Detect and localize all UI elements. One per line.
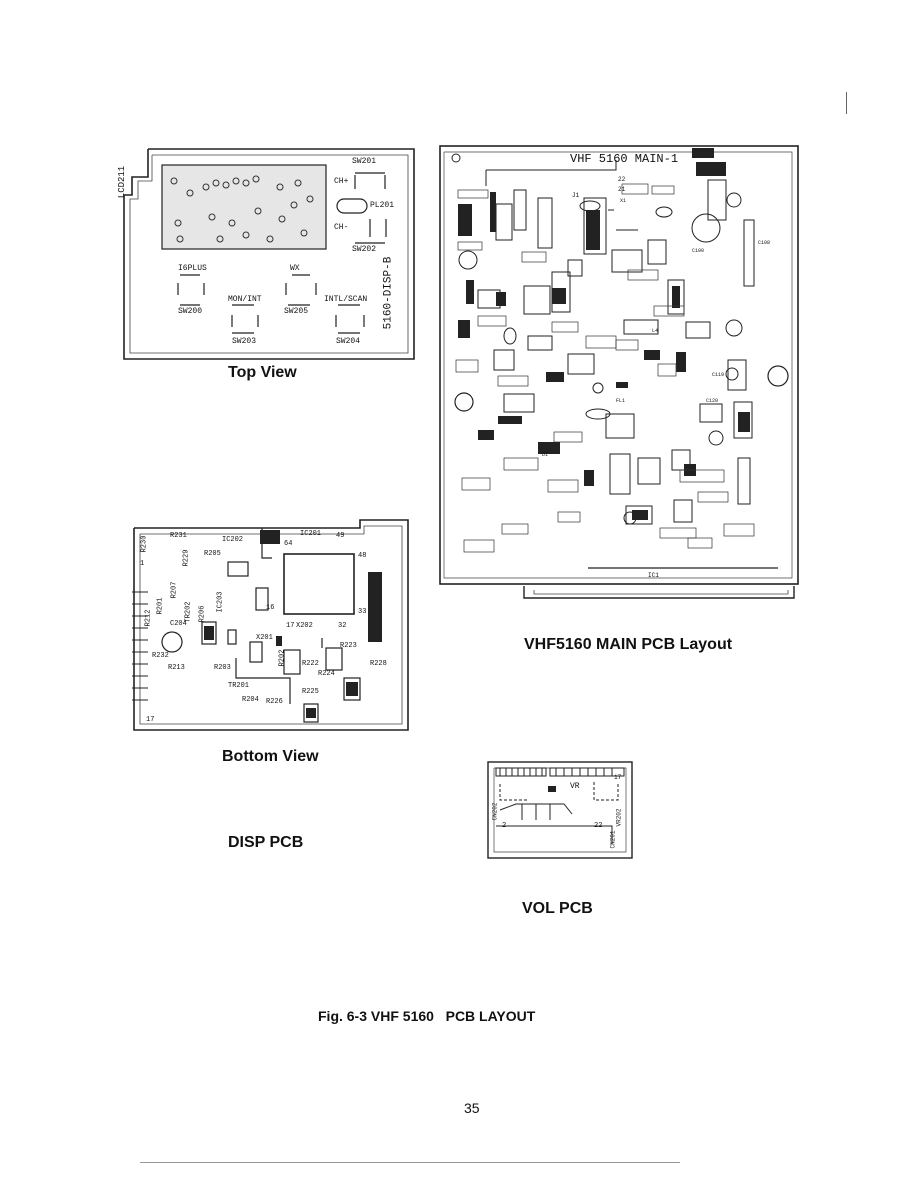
label-mon-int: MON/INT: [228, 295, 262, 304]
label-pin17: 17: [146, 716, 155, 724]
figure-title: Fig. 6-3 VHF 5160 PCB LAYOUT: [318, 1008, 536, 1024]
label-pin17-ic: 17: [286, 622, 295, 630]
label-r226: R226: [266, 698, 283, 706]
label-c204: C204: [170, 620, 187, 628]
label-j1: J1: [572, 192, 580, 199]
label-r201: R201: [156, 597, 165, 615]
label-pin17-vol: 17: [614, 774, 622, 781]
scan-edge-line: [846, 92, 847, 114]
disp-bottom-outline: [132, 519, 409, 731]
label-ic203: IC203: [216, 591, 225, 613]
label-pin49: 49: [336, 532, 345, 540]
caption-vol-pcb: VOL PCB: [522, 900, 593, 917]
label-wx: WX: [290, 264, 300, 273]
label-sw201: SW201: [352, 157, 377, 166]
label-r225: R225: [302, 688, 319, 696]
caption-bottom-view: Bottom View: [222, 748, 319, 765]
label-r228: R228: [370, 660, 387, 668]
page-number: 35: [464, 1100, 480, 1116]
label-pin1: 1: [140, 560, 145, 568]
main-board-title: VHF 5160 MAIN-1: [570, 152, 679, 166]
label-fl1: FL1: [616, 398, 626, 404]
caption-main-pcb: VHF5160 MAIN PCB Layout: [524, 636, 733, 653]
scan-bottom-line: [140, 1162, 680, 1163]
label-r231: R231: [170, 532, 187, 540]
label-sw202: SW202: [352, 245, 377, 254]
label-x201: X201: [256, 634, 273, 642]
label-r206: R206: [198, 605, 207, 623]
caption-disp-pcb: DISP PCB: [228, 834, 304, 851]
label-d1: D1: [542, 452, 549, 458]
label-ic1: IC1: [648, 572, 659, 579]
label-r230: R230: [140, 535, 149, 553]
label-pin48: 48: [358, 552, 367, 560]
label-r203: R203: [214, 664, 231, 672]
label-sw204: SW204: [336, 337, 361, 346]
label-sw205: SW205: [284, 307, 309, 316]
label-pin2: 2: [502, 822, 507, 830]
label-c119: C119: [712, 372, 725, 378]
label-sw200: SW200: [178, 307, 203, 316]
label-r222: R222: [302, 660, 319, 668]
label-vr: VR: [570, 782, 580, 791]
label-p21: 21: [618, 186, 626, 193]
board-id-label: 5160-DISP-B: [382, 256, 395, 330]
label-r232: R232: [152, 652, 169, 660]
label-pl201: PL201: [370, 201, 395, 210]
label-p22: 22: [618, 176, 626, 183]
main-board-outline: [439, 145, 799, 599]
label-pin32: 32: [338, 622, 347, 630]
label-r205: R205: [204, 550, 221, 558]
label-r213: R213: [168, 664, 185, 672]
label-x202: X202: [296, 622, 313, 630]
disp-top-board: LCD211 SW201 CH+ PL201 CH- SW202 5160-DI…: [117, 147, 418, 362]
label-r229: R229: [182, 549, 191, 567]
caption-top-view: Top View: [228, 364, 297, 381]
label-l4: L4: [652, 328, 659, 334]
label-ch-minus: CH-: [334, 223, 349, 232]
label-r224: R224: [318, 670, 335, 678]
label-ic202: IC202: [222, 536, 244, 544]
label-cn201: CN201: [609, 830, 617, 849]
label-i6plus: I6PLUS: [178, 264, 207, 273]
label-c100: C100: [692, 248, 705, 254]
label-r204: R204: [242, 696, 259, 704]
label-x1: X1: [620, 198, 627, 204]
label-c108: C108: [758, 240, 771, 246]
label-pin16: 16: [266, 604, 275, 612]
label-pin22: 22: [594, 822, 603, 830]
label-r207: R207: [170, 581, 179, 599]
disp-bottom-board: R230 R231 IC202 R229 R205 IC201 64 49 48…: [132, 518, 414, 740]
label-ic201: IC201: [300, 530, 322, 538]
label-intl-scan: INTL/SCAN: [324, 295, 368, 304]
main-board: VHF 5160 MAIN-1 J1 22 21 C100 C108 C120 …: [438, 140, 802, 606]
vol-board-outline: [487, 761, 633, 859]
disp-top-outline: [123, 148, 415, 360]
label-sw203: SW203: [232, 337, 257, 346]
label-cn202: CN202: [491, 802, 499, 821]
label-pin64: 64: [284, 540, 293, 548]
label-r212: R212: [144, 609, 153, 627]
label-r223: R223: [340, 642, 357, 650]
label-vr202: VR202: [615, 808, 623, 827]
label-r202: R202: [278, 649, 287, 667]
lcd-side-label: LCD211: [117, 165, 128, 199]
label-c120: C120: [706, 398, 719, 404]
label-pin33: 33: [358, 608, 367, 616]
label-ch-plus: CH+: [334, 177, 349, 186]
vol-board: VR CN202 2 22 VR202 CN201 17: [486, 760, 636, 862]
label-tr201: TR201: [228, 682, 250, 690]
